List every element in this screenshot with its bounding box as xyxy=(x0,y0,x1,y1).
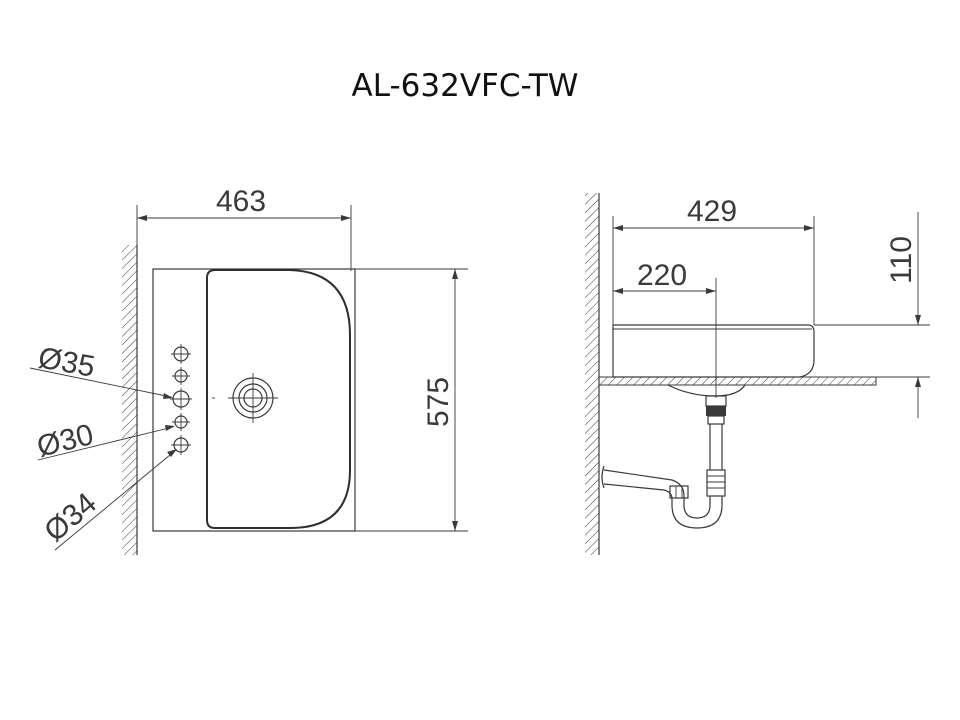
hole-label-34: Ø34 xyxy=(38,487,103,549)
tap-hole-3 xyxy=(170,388,192,410)
hole-label-30: Ø30 xyxy=(34,418,97,464)
bowl-bottom-curve xyxy=(667,384,746,397)
dim-width-463: 463 xyxy=(136,185,352,271)
wall-hatch-left xyxy=(122,245,137,555)
basin-side-profile xyxy=(612,324,815,378)
tap-hole-2 xyxy=(172,367,190,385)
dim-depth-label: 575 xyxy=(422,377,455,427)
dim-center-220: 220 xyxy=(613,259,716,294)
basin-inner-bowl xyxy=(206,269,351,529)
dim-height-label: 110 xyxy=(885,236,918,284)
basin-outer-outline xyxy=(152,268,356,532)
tap-hole-5 xyxy=(171,435,191,455)
dim-height-110: 110 xyxy=(814,212,930,418)
top-view: 463 575 Ø35 Ø30 Ø34 xyxy=(29,185,468,555)
countertop-slab xyxy=(598,376,877,386)
side-view: 429 220 110 xyxy=(585,193,930,555)
dim-width-label: 463 xyxy=(216,185,266,218)
dim-overall-429: 429 xyxy=(612,195,815,325)
drain-circle xyxy=(228,373,278,423)
dim-overall-label: 429 xyxy=(687,195,737,228)
hole-leader-30: Ø30 xyxy=(34,418,175,464)
tap-hole-1 xyxy=(171,344,191,364)
dim-center-label: 220 xyxy=(637,259,687,292)
hole-leader-34: Ø34 xyxy=(38,449,177,551)
wall-hatch-right xyxy=(585,193,599,555)
hole-label-35: Ø35 xyxy=(36,341,98,383)
drawing-title: AL-632VFC-TW xyxy=(352,68,579,104)
dim-depth-575: 575 xyxy=(355,268,468,532)
hole-leader-35: Ø35 xyxy=(29,341,173,399)
tap-hole-4 xyxy=(172,413,190,431)
drain-pipe xyxy=(705,395,727,497)
p-trap xyxy=(601,465,723,529)
